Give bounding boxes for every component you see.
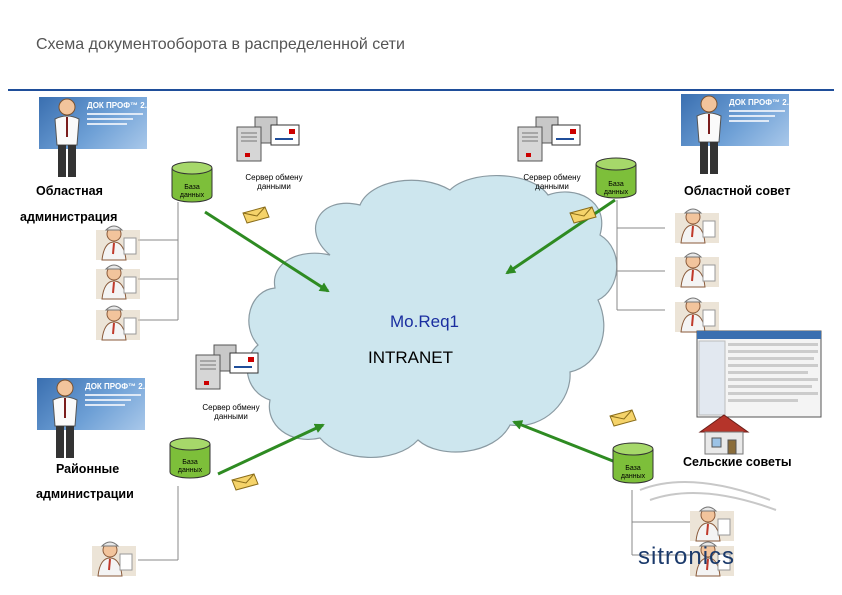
person-icon: [689, 506, 735, 542]
arrow-right-bottom: [512, 420, 619, 465]
person-icon: [95, 305, 141, 341]
banner-brand: ДОК ПРОФ™ 2.0: [85, 382, 145, 391]
database-label: База данных: [613, 465, 653, 481]
envelope-icon: [609, 409, 637, 427]
arrow-left-top: [204, 210, 330, 293]
connector-left-bottom: [138, 486, 179, 561]
person-icon: [95, 225, 141, 261]
envelope-icon: [242, 206, 270, 224]
banner-brand: ДОК ПРОФ™ 2.0: [87, 101, 147, 110]
database-label: База данных: [172, 184, 212, 200]
connector-right-bottom: [631, 490, 690, 556]
database-label-line1: База: [608, 181, 624, 188]
manager-figure-icon: [54, 98, 80, 177]
server-icon: [236, 116, 300, 162]
database-label: База данных: [170, 459, 210, 475]
server-label: Сервер обмену данными: [514, 173, 590, 191]
database-label-line1: База: [625, 465, 641, 472]
banner-brand: ДОК ПРОФ™ 2.0: [729, 98, 789, 107]
cloud-subtitle: INTRANET: [368, 348, 453, 367]
server-label-line2: данными: [535, 182, 569, 191]
server-label-line1: Сервер обмену: [202, 403, 260, 412]
person-icon: [91, 541, 137, 577]
database-label-line1: База: [182, 459, 198, 466]
server-label: Сервер обмену данными: [236, 173, 312, 191]
connector-right-top: [616, 200, 665, 311]
cloud-title: Mo.Req1: [390, 312, 459, 331]
database-label-line1: База: [184, 184, 200, 191]
envelope-icon: [231, 473, 259, 491]
label-district-admin-2: администрации: [36, 487, 134, 501]
server-label-line2: данными: [214, 412, 248, 421]
house-icon: [698, 414, 750, 455]
person-icon: [674, 297, 720, 333]
server-label-line1: Сервер обмену: [245, 173, 303, 182]
person-icon: [674, 208, 720, 244]
label-village-councils: Сельские советы: [683, 455, 792, 469]
label-regional-admin-2: администрация: [20, 210, 118, 224]
manager-figure-icon: [696, 95, 722, 174]
title-divider: [8, 89, 834, 91]
sitronics-logo: sitronics: [628, 539, 778, 583]
connector-left-top: [138, 202, 179, 321]
person-icon: [95, 264, 141, 300]
server-label: Сервер обмену данными: [193, 403, 269, 421]
server-icon: [517, 116, 581, 162]
arrow-left-bottom: [217, 423, 325, 476]
server-label-line1: Сервер обмену: [523, 173, 581, 182]
page-title: Схема документооборота в распределенной …: [36, 36, 405, 53]
database-label-line2: данных: [620, 473, 646, 480]
database-label-line2: данных: [177, 467, 203, 474]
sitronics-logo-mark: [639, 481, 777, 511]
database-label: База данных: [596, 181, 636, 197]
database-label-line2: данных: [179, 192, 205, 199]
label-district-admin-1: Районные: [56, 462, 120, 476]
server-label-line2: данными: [257, 182, 291, 191]
server-icon: [195, 344, 259, 390]
label-regional-council: Областной совет: [684, 184, 791, 198]
sitronics-logo-text: sitronics: [638, 543, 736, 570]
arrow-right-top: [505, 198, 616, 275]
software-screenshot-icon: [696, 330, 822, 418]
person-icon: [674, 252, 720, 288]
database-label-line2: данных: [603, 189, 629, 196]
label-regional-admin-1: Областная: [36, 184, 103, 198]
manager-figure-icon: [52, 379, 78, 458]
